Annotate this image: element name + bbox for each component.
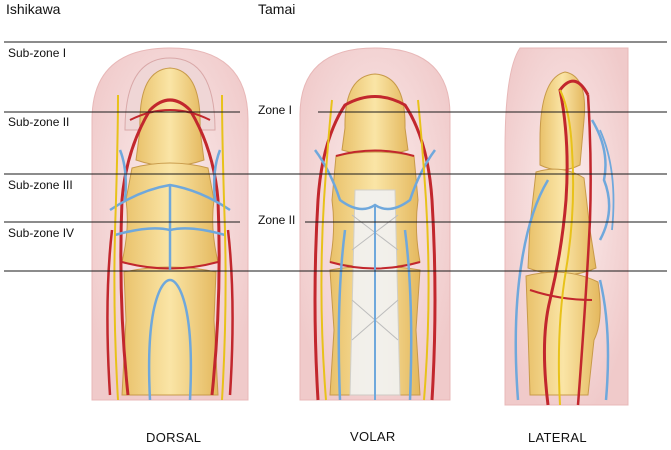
lateral-finger [504,47,629,406]
volar-veins [313,149,437,401]
dorsal-veins [109,149,231,401]
label-subzone-iii: Sub-zone III [8,178,73,192]
label-view-lateral: LATERAL [528,430,587,445]
volar-nerves [320,99,430,401]
dorsal-proximal-phalanx [121,266,219,396]
lateral-nerves [557,89,575,406]
header-ishikawa: Ishikawa [6,1,61,17]
label-view-dorsal: DORSAL [146,430,202,445]
dorsal-arteries [106,98,234,396]
dorsal-finger [91,47,249,401]
label-subzone-ii: Sub-zone II [8,115,70,129]
lateral-arteries [529,79,593,406]
dorsal-nerves [113,94,227,401]
label-subzone-i: Sub-zone I [8,46,67,60]
label-subzone-iv: Sub-zone IV [8,226,75,240]
label-zone-i: Zone I [258,103,293,117]
zone-lines [4,41,667,272]
label-zone-ii: Zone II [258,213,296,227]
label-view-volar: VOLAR [350,429,396,444]
header-tamai: Tamai [258,1,296,17]
volar-finger [299,47,451,401]
